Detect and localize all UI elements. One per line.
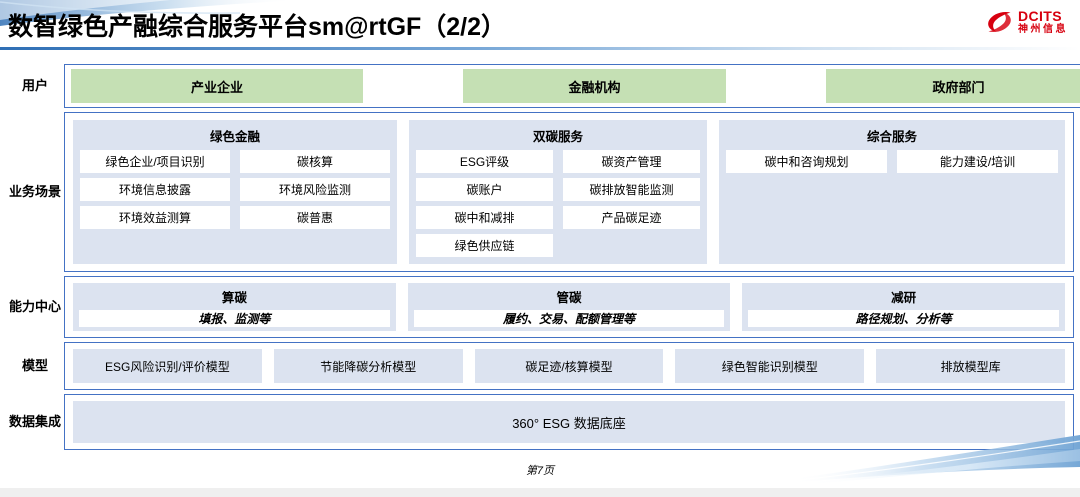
capability-subtitle: 路径规划、分析等 xyxy=(748,310,1060,327)
row-body-business-scenario: 绿色金融 绿色企业/项目识别 碳核算 环境信息披露 环境风险监测 环境效益测算 … xyxy=(64,112,1074,272)
panel-title-green-finance: 绿色金融 xyxy=(209,130,260,144)
row-user: 用户 产业企业 金融机构 政府部门 xyxy=(6,64,1080,108)
scenario-cell[interactable]: 绿色供应链 xyxy=(416,234,553,257)
page-number: 第7页 xyxy=(525,465,555,477)
user-chip-government[interactable]: 政府部门 xyxy=(826,69,1080,103)
row-label-capability-center: 能力中心 xyxy=(8,298,61,314)
scenario-cell[interactable]: 绿色企业/项目识别 xyxy=(80,150,230,173)
scenario-cell[interactable]: 环境效益测算 xyxy=(80,206,230,229)
scenario-cell[interactable]: 环境风险监测 xyxy=(240,178,390,201)
panel-items-dual-carbon-service: ESG评级 碳资产管理 碳账户 碳排放智能监测 碳中和减排 产品碳足迹 绿色供应… xyxy=(416,150,700,257)
capability-title: 管碳 xyxy=(556,291,582,305)
model-chip-energy-saving[interactable]: 节能降碳分析模型 xyxy=(273,349,463,383)
model-chip-carbon-footprint[interactable]: 碳足迹/核算模型 xyxy=(474,349,664,383)
scenario-cell[interactable]: 碳排放智能监测 xyxy=(563,178,700,201)
row-model: 模型 ESG风险识别/评价模型 节能降碳分析模型 碳足迹/核算模型 绿色智能识别… xyxy=(6,342,1074,390)
capability-title: 减研 xyxy=(891,291,917,305)
slide-header: 数智绿色产融综合服务平台sm@rtGF（2/2） DCITS 神州信息 xyxy=(0,0,1080,52)
page-title: 数智绿色产融综合服务平台sm@rtGF（2/2） xyxy=(8,13,507,41)
scenario-cell[interactable]: 产品碳足迹 xyxy=(563,206,700,229)
panel-green-finance: 绿色金融 绿色企业/项目识别 碳核算 环境信息披露 环境风险监测 环境效益测算 … xyxy=(73,120,397,264)
logo-cn-text: 神州信息 xyxy=(1018,24,1068,35)
scenario-cell[interactable]: 碳普惠 xyxy=(240,206,390,229)
capability-panel-emission-research[interactable]: 减研 路径规划、分析等 xyxy=(742,283,1066,331)
row-business-scenario: 业务场景 绿色金融 绿色企业/项目识别 碳核算 环境信息披露 环境风险监测 环境… xyxy=(6,112,1074,272)
panel-integrated-service: 综合服务 碳中和咨询规划 能力建设/培训 xyxy=(719,120,1065,264)
scenario-cell[interactable]: 碳核算 xyxy=(240,150,390,173)
panel-title-dual-carbon-service: 双碳服务 xyxy=(532,130,583,144)
scenario-cell[interactable]: ESG评级 xyxy=(416,150,553,173)
capability-subtitle: 履约、交易、配额管理等 xyxy=(413,310,725,327)
row-capability-center: 能力中心 算碳 填报、监测等 管碳 履约、交易、配额管理等 减研 路径规划、分析… xyxy=(6,276,1074,338)
scenario-cell[interactable]: 碳资产管理 xyxy=(563,150,700,173)
data-chip-esg-foundation[interactable]: 360° ESG 数据底座 xyxy=(73,401,1065,443)
model-chip-green-recognition[interactable]: 绿色智能识别模型 xyxy=(675,349,865,383)
dcits-logo-text: DCITS 神州信息 xyxy=(1018,9,1068,35)
row-label-business-scenario: 业务场景 xyxy=(8,183,61,199)
spacer xyxy=(363,69,463,103)
capability-subtitle: 填报、监测等 xyxy=(79,310,390,327)
scenario-cell[interactable]: 碳中和咨询规划 xyxy=(726,150,887,173)
capability-panel-carbon-accounting[interactable]: 算碳 填报、监测等 xyxy=(73,283,396,331)
scenario-cell[interactable]: 碳账户 xyxy=(416,178,553,201)
panel-items-green-finance: 绿色企业/项目识别 碳核算 环境信息披露 环境风险监测 环境效益测算 碳普惠 xyxy=(80,150,390,229)
row-data-integration: 数据集成 360° ESG 数据底座 xyxy=(6,394,1074,450)
panel-dual-carbon-service: 双碳服务 ESG评级 碳资产管理 碳账户 碳排放智能监测 碳中和减排 产品碳足迹… xyxy=(409,120,707,264)
dcits-swirl-icon xyxy=(986,10,1013,34)
row-body-user: 产业企业 金融机构 政府部门 xyxy=(64,64,1080,108)
row-label-model: 模型 xyxy=(21,357,48,373)
row-body-capability-center: 算碳 填报、监测等 管碳 履约、交易、配额管理等 减研 路径规划、分析等 xyxy=(64,276,1074,338)
row-body-model: ESG风险识别/评价模型 节能降碳分析模型 碳足迹/核算模型 绿色智能识别模型 … xyxy=(64,342,1074,390)
title-underline-rule xyxy=(0,47,1080,50)
scenario-cell[interactable]: 环境信息披露 xyxy=(80,178,230,201)
scenario-cell[interactable]: 碳中和减排 xyxy=(416,206,553,229)
row-label-data-integration: 数据集成 xyxy=(8,413,61,429)
user-chip-industry[interactable]: 产业企业 xyxy=(71,69,363,103)
panel-items-integrated-service: 碳中和咨询规划 能力建设/培训 xyxy=(726,150,1058,173)
spacer xyxy=(726,69,826,103)
row-label-user: 用户 xyxy=(21,77,48,93)
footer-strip xyxy=(0,488,1080,497)
logo-en-text: DCITS xyxy=(1018,8,1062,24)
dcits-logo: DCITS 神州信息 xyxy=(986,6,1068,38)
panel-title-integrated-service: 综合服务 xyxy=(866,130,917,144)
row-body-data-integration: 360° ESG 数据底座 xyxy=(64,394,1074,450)
model-chip-esg-risk[interactable]: ESG风险识别/评价模型 xyxy=(73,349,262,383)
user-chip-financial[interactable]: 金融机构 xyxy=(463,69,726,103)
model-chip-emission-library[interactable]: 排放模型库 xyxy=(876,349,1065,383)
capability-panel-carbon-management[interactable]: 管碳 履约、交易、配额管理等 xyxy=(407,283,731,331)
capability-title: 算碳 xyxy=(221,291,247,305)
scenario-cell[interactable]: 能力建设/培训 xyxy=(897,150,1058,173)
